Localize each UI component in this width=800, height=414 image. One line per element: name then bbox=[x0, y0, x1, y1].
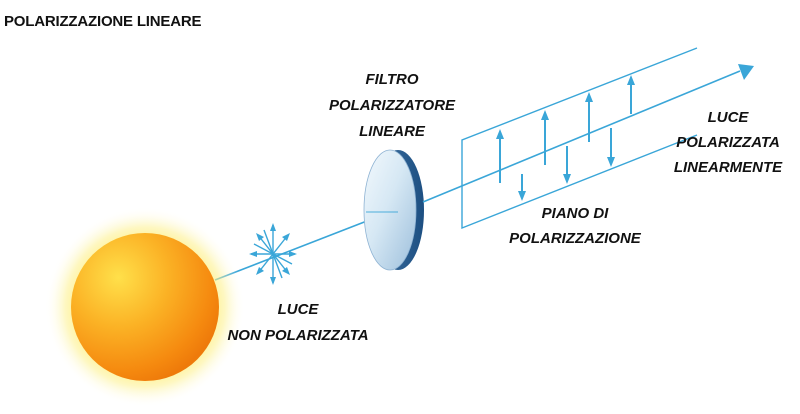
plane-label-line1: PIANO DI bbox=[542, 205, 610, 222]
polarized-label: LUCE POLARIZZATA LINEARMENTE bbox=[674, 109, 783, 176]
unpolarized-label: LUCE NON POLARIZZATA bbox=[227, 301, 368, 344]
plane-label-line2: POLARIZZAZIONE bbox=[509, 230, 642, 247]
polarized-beam bbox=[422, 70, 741, 203]
plane-label: PIANO DI POLARIZZAZIONE bbox=[509, 205, 642, 247]
polarization-plane bbox=[461, 47, 698, 230]
diagram-title: POLARIZZAZIONE LINEARE bbox=[4, 13, 201, 30]
sun-icon bbox=[45, 207, 245, 407]
unpolarized-label-line2: NON POLARIZZATA bbox=[227, 327, 368, 344]
beam-arrowhead bbox=[738, 64, 754, 80]
filter-label-line3: LINEARE bbox=[359, 123, 426, 140]
oscillation-arrows bbox=[496, 75, 635, 201]
filter-label-line1: FILTRO bbox=[365, 71, 418, 88]
filter-label-line2: POLARIZZATORE bbox=[329, 97, 456, 114]
unpolarized-light-icon bbox=[249, 223, 297, 285]
unpolarized-label-line1: LUCE bbox=[278, 301, 320, 318]
polarizing-filter-icon bbox=[363, 149, 424, 271]
polarized-label-line2: POLARIZZATA bbox=[676, 134, 780, 151]
filter-label: FILTRO POLARIZZATORE LINEARE bbox=[329, 71, 456, 140]
unpolarized-beam bbox=[214, 211, 391, 281]
polarized-label-line3: LINEARMENTE bbox=[674, 159, 783, 176]
polarized-label-line1: LUCE bbox=[708, 109, 750, 126]
